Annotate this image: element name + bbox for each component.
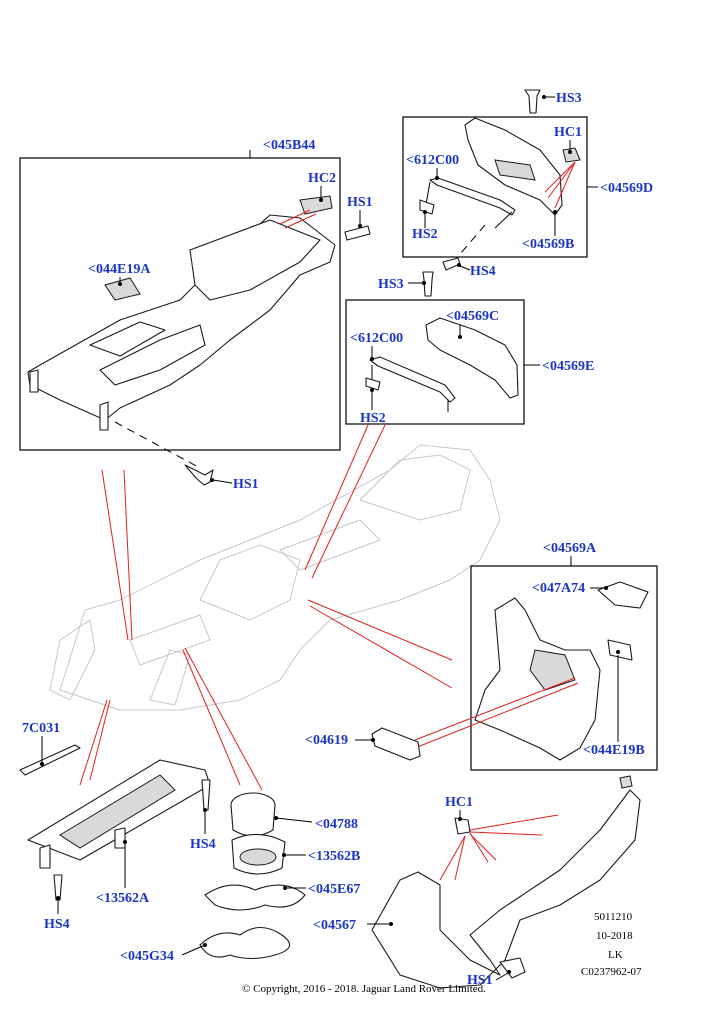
label-13562A: <13562A <box>96 891 150 906</box>
label-HS1-bottom: HS1 <box>467 973 493 988</box>
label-HC1-top: HC1 <box>554 125 582 140</box>
label-612C00-top: <612C00 <box>406 153 459 168</box>
label-045G34: <045G34 <box>120 949 174 964</box>
armrest-lid-upper <box>419 89 581 229</box>
label-HS1-top: HS1 <box>347 195 373 210</box>
label-HS4-top: HS4 <box>470 264 496 279</box>
armrest-lid-lower <box>365 271 519 412</box>
label-612C00-mid: <612C00 <box>350 331 403 346</box>
label-04569B: <04569B <box>522 237 574 252</box>
label-HS2-top: HS2 <box>412 227 438 242</box>
label-04619: <04619 <box>305 733 348 748</box>
label-HS3-mid: HS3 <box>378 277 404 292</box>
console-mechanism-13562A <box>27 759 211 869</box>
label-04569E: <04569E <box>542 359 594 374</box>
group-box-045B44 <box>19 157 341 451</box>
label-04569C: <04569C <box>446 309 499 324</box>
label-HS3-top: HS3 <box>556 91 582 106</box>
label-044E19A: <044E19A <box>88 262 151 277</box>
meta-line-1: 5011210 <box>594 911 633 923</box>
cable-7C031 <box>19 744 81 776</box>
label-HS1-mid: HS1 <box>233 477 259 492</box>
group-box-04569E <box>345 299 525 425</box>
label-04788: <04788 <box>315 817 358 832</box>
label-04569A: <04569A <box>543 541 597 556</box>
label-045E67: <045E67 <box>308 882 360 897</box>
label-047A74: <047A74 <box>532 581 585 596</box>
screw-hs4-bottom <box>53 874 63 901</box>
label-HC2: HC2 <box>308 171 336 186</box>
label-044E19B: <044E19B <box>583 743 645 758</box>
label-HS4-center: HS4 <box>190 837 216 852</box>
meta-line-3: LK <box>608 949 623 961</box>
console-top-panel <box>27 195 371 431</box>
ghost-console-outline <box>49 444 501 711</box>
label-7C031: 7C031 <box>22 721 60 736</box>
meta-line-4: C0237962-07 <box>581 966 642 978</box>
label-04567: <04567 <box>313 918 356 933</box>
label-HS4-bottom: HS4 <box>44 917 70 932</box>
label-04569D: <04569D <box>600 181 653 196</box>
label-HS2-mid: HS2 <box>360 411 386 426</box>
cup-holder-stack <box>199 792 306 960</box>
screw-hs4-center <box>201 779 211 811</box>
meta-line-2: 10-2018 <box>596 930 633 942</box>
rear-vent-panel <box>414 581 649 761</box>
side-trim-panel-04567 <box>371 775 641 989</box>
group-box-04569A <box>470 565 658 771</box>
label-HC1-bottom: HC1 <box>445 795 473 810</box>
switch-panel-04619 <box>371 727 421 761</box>
screw-hs1-mid <box>184 464 214 486</box>
label-045B44: <045B44 <box>263 138 315 153</box>
callout-lines-upper <box>79 424 453 791</box>
copyright-notice: © Copyright, 2016 - 2018. Jaguar Land Ro… <box>242 983 486 995</box>
label-13562B: <13562B <box>308 849 360 864</box>
